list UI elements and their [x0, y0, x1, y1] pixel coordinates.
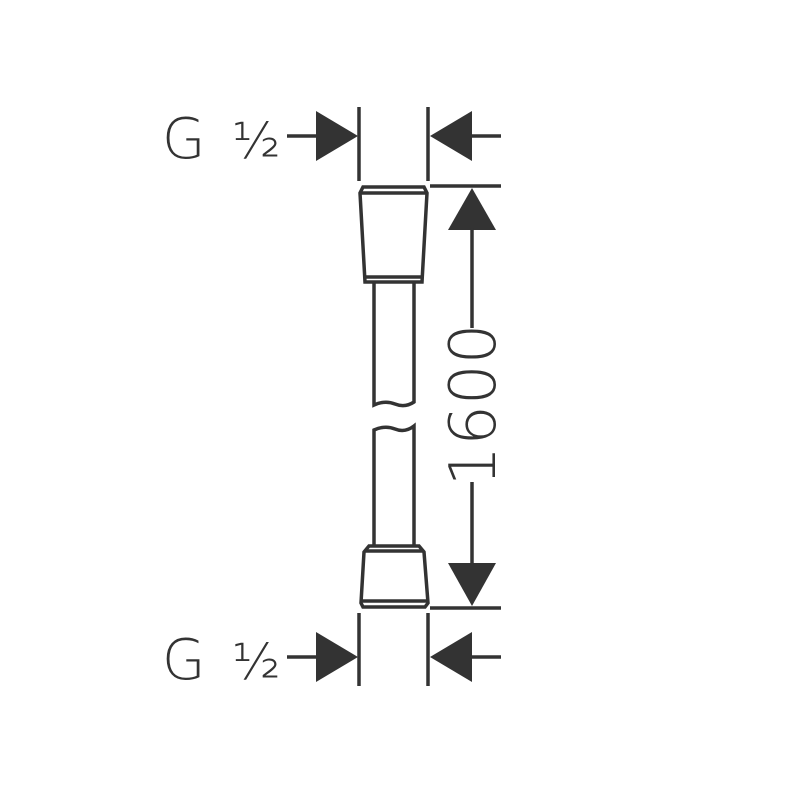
arrowhead-right-icon	[316, 111, 358, 161]
arrowhead-down-icon	[448, 563, 496, 606]
bottom-width-dimension	[287, 613, 501, 686]
bottom-thread-letter: G	[162, 628, 205, 693]
top-thread-letter: G	[162, 107, 205, 172]
top-fitting	[358, 185, 429, 284]
arrowhead-left-icon	[430, 111, 472, 161]
arrowhead-up-icon	[448, 188, 496, 230]
top-width-dimension	[287, 107, 501, 181]
bottom-thread-size: ½	[232, 633, 280, 691]
top-thread-size: ½	[232, 112, 280, 170]
arrowhead-left-icon	[430, 632, 472, 682]
length-value: 1600	[437, 324, 511, 487]
hose-body	[372, 283, 416, 545]
hose-upper-segment	[372, 283, 416, 408]
hose-lower-segment	[372, 422, 416, 545]
bottom-fitting	[359, 544, 430, 609]
length-dimension: 1600	[430, 184, 511, 610]
arrowhead-right-icon	[316, 632, 358, 682]
